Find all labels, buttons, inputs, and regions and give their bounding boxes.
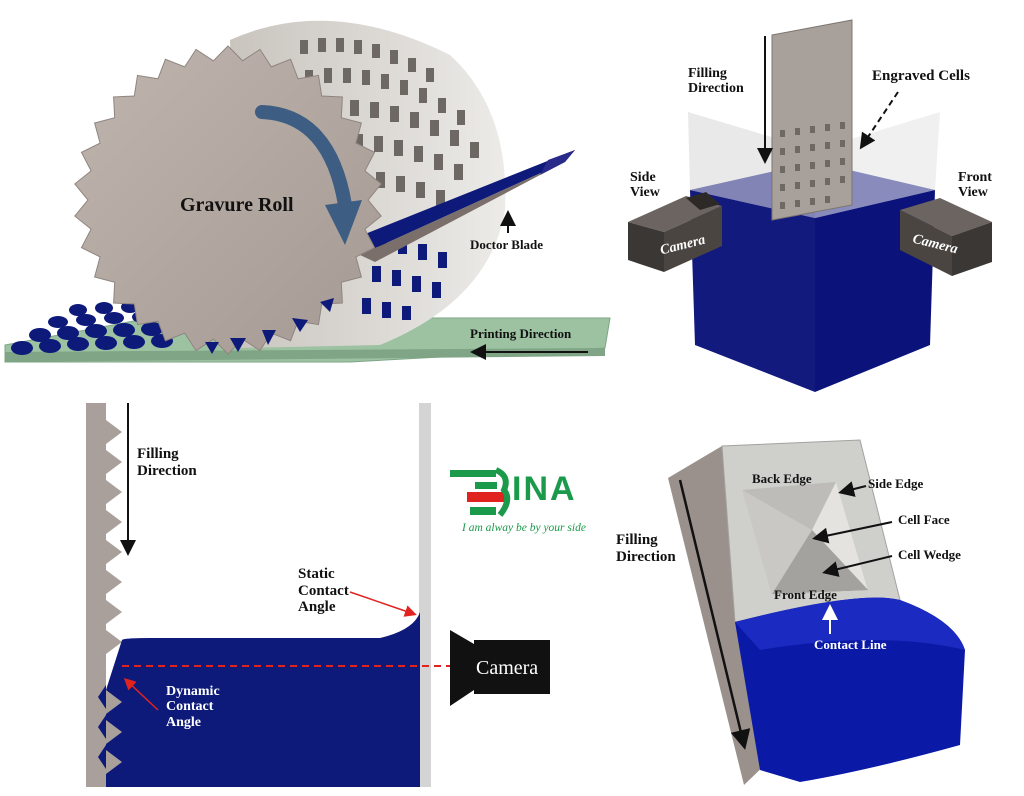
- engraved-cells-label: Engraved Cells: [872, 68, 970, 84]
- doctor-blade-label: Doctor Blade: [470, 237, 544, 252]
- cell-face-label: Cell Face: [898, 512, 950, 527]
- logo-tagline: I am alway be by your side: [462, 522, 586, 534]
- cells-filling-direction-label: Filling Direction: [688, 66, 744, 97]
- doctor-blade: [350, 150, 575, 255]
- static-contact-angle-label: Static Contact Angle: [298, 566, 349, 615]
- side-edge-label: Side Edge: [868, 476, 924, 491]
- printed-dots: [11, 301, 173, 355]
- front-view-label: Front View: [958, 170, 992, 201]
- gravure-panel: [4, 20, 611, 363]
- gravure-roll-label: Gravure Roll: [180, 194, 294, 216]
- cell-detail-panel: [668, 439, 965, 785]
- contact-filling-direction-label: Filling Direction: [137, 446, 197, 479]
- logo: [450, 467, 511, 517]
- dynamic-contact-angle-label: Dynamic Contact Angle: [166, 684, 220, 730]
- serrated-teeth: [106, 420, 122, 654]
- camera-icon: [450, 630, 550, 706]
- detail-filling-direction-label: Filling Direction: [616, 532, 676, 565]
- printing-direction-label: Printing Direction: [470, 326, 572, 341]
- contact-line-label: Contact Line: [814, 637, 887, 652]
- cells-panel: [628, 19, 992, 392]
- back-edge-label: Back Edge: [752, 471, 812, 486]
- side-view-label: Side View: [630, 170, 660, 201]
- logo-text: INA: [512, 470, 577, 508]
- rotation-arrow: [255, 105, 352, 212]
- camera-left: [628, 192, 722, 272]
- front-edge-label: Front Edge: [774, 587, 837, 602]
- liquid-body: [106, 612, 420, 787]
- camera-label: Camera: [476, 657, 539, 679]
- camera-right: [900, 198, 992, 276]
- contact-panel: [86, 403, 550, 787]
- cell-wedge-label: Cell Wedge: [898, 547, 961, 562]
- plate-cells: [780, 122, 845, 209]
